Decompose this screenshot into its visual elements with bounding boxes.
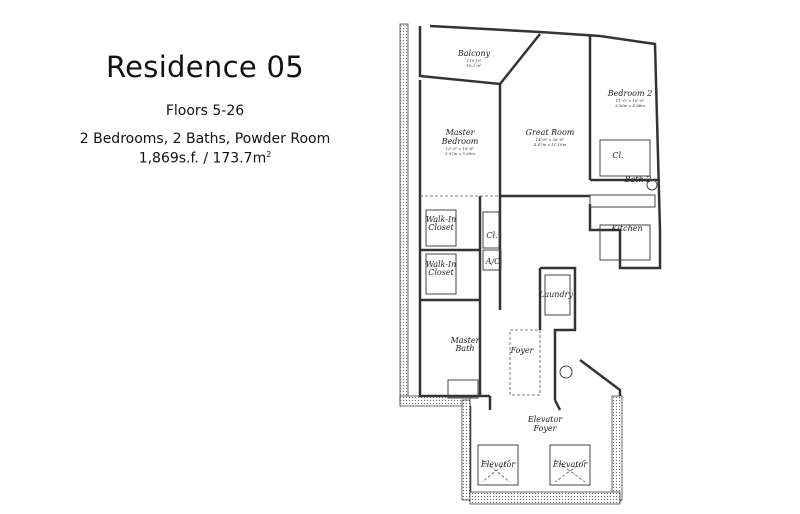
floors-text: Floors 5-26 [165,103,245,119]
elevator-foyer-label1: Elevator [527,415,563,424]
master-bath-label1: Master [450,336,481,345]
walkin2-label1: Walk-In [426,260,457,269]
great-room-dim2: 4.47m x 11.18m [533,142,567,147]
elevator2-label: Elevator [552,460,588,469]
area-superscript: 2 [266,150,272,159]
walls [399,23,662,505]
elevator-foyer-label2: Foyer [532,424,557,433]
master-bedroom-dim1: 13'-0" x 18'-8" [446,146,475,151]
residence-title: Residence 05 [106,50,304,84]
walkin2-label2: Closet [428,268,454,277]
room-labels: Balcony 110 f.t² 10.3 m² Master Bedroom … [426,49,653,469]
ac-label: A/C [485,257,501,266]
master-bedroom-dim2: 3.97m x 5.69m [445,151,475,156]
great-room-dim1: 14'-8" x 36'-8" [536,137,565,142]
balcony-label: Balcony [457,49,491,58]
elevator1-label: Elevator [480,460,516,469]
laundry-label: Laundry [538,290,573,299]
master-bedroom-label2: Bedroom [441,137,479,146]
balcony-dim1: 110 f.t² [467,58,482,63]
bedroom2-label: Bedroom 2 [607,89,652,98]
balcony-dim2: 10.3 m² [466,63,482,68]
rooms-text: 2 Bedrooms, 2 Baths, Powder Room [79,131,331,147]
great-room-label: Great Room [526,128,575,137]
foyer-label: Foyer [509,346,534,355]
bedroom2-dim1: 11'-0" x 16'-0" [616,98,645,103]
master-bath-label2: Bath [454,344,474,353]
bedroom2-dim2: 3.36m x 4.88m [615,103,645,108]
master-bedroom-label1: Master [445,128,476,137]
hall-closet-label: Cl. [486,231,497,240]
walkin1-label2: Closet [428,223,454,232]
area-text: 1,869s.f. / 173.7m2 [60,150,350,167]
area-value: 1,869s.f. / 173.7m [138,150,267,167]
bath2-label: Bath 2 [624,175,652,184]
walkin1-label1: Walk-In [426,215,457,224]
closet-b2-label: Cl. [612,151,623,160]
kitchen-label: Kitchen [610,224,642,233]
fixtures [420,139,658,486]
